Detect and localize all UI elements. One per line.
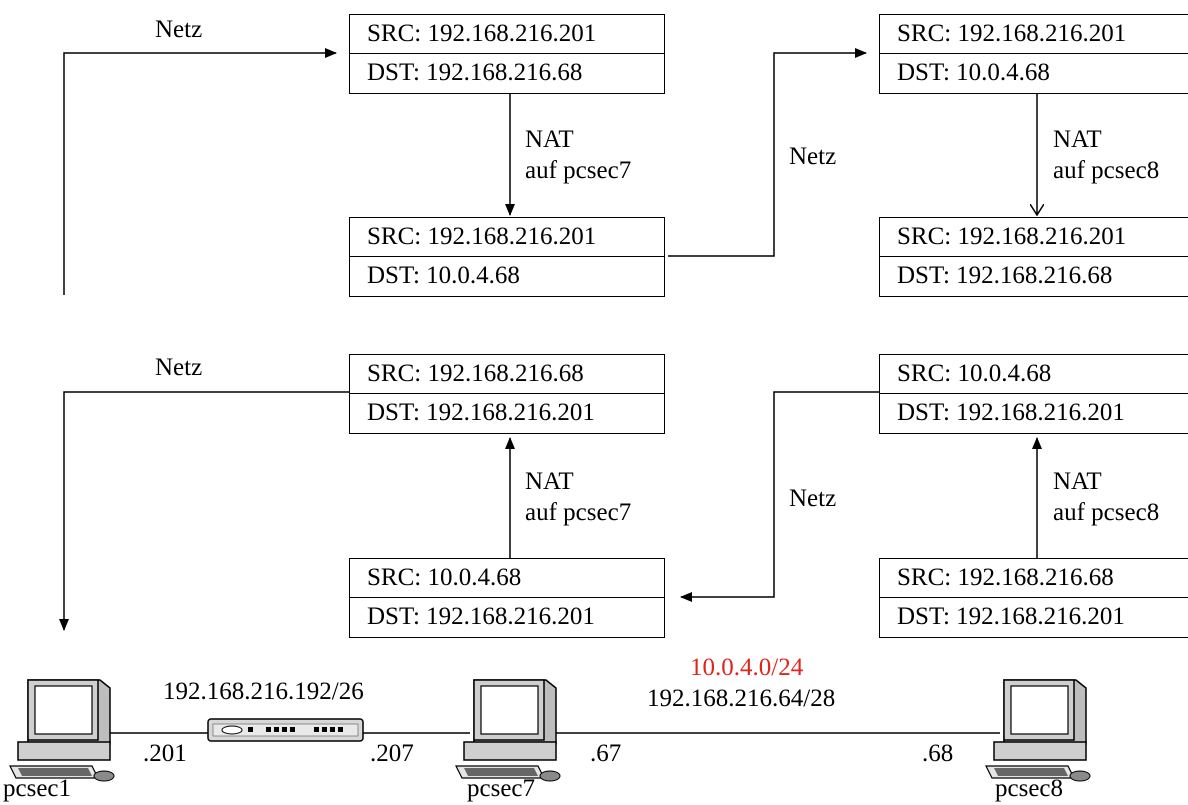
packet-box-inbound-4: SRC: 192.168.216.68 DST: 192.168.216.201 <box>879 558 1188 638</box>
packet-dst: DST: 192.168.216.201 <box>897 399 1125 426</box>
packet-src: SRC: 192.168.216.201 <box>350 15 664 54</box>
computer-icon <box>455 679 561 782</box>
computer-icon <box>9 679 115 782</box>
packet-dst: DST: 192.168.216.201 <box>897 603 1125 630</box>
nat-host-text: auf pcsec8 <box>1053 499 1160 526</box>
packet-dst: DST: 10.0.4.68 <box>897 59 1050 86</box>
host-label-pcsec1: pcsec1 <box>3 775 72 802</box>
host-label-pcsec7: pcsec7 <box>467 775 536 802</box>
packet-box-inbound-3: SRC: 10.0.4.68 DST: 192.168.216.201 <box>349 558 665 638</box>
packet-box-outbound-4: SRC: 192.168.216.201 DST: 192.168.216.68 <box>879 217 1188 297</box>
interface-label-pcsec8: .68 <box>922 740 954 767</box>
inbound-net-arrow-2 <box>59 391 349 631</box>
outbound-net-arrow-2 <box>668 48 867 257</box>
packet-box-inbound-2: SRC: 10.0.4.68 DST: 192.168.216.201 <box>879 354 1188 434</box>
nat-text: NAT <box>525 468 574 495</box>
net-label: Netz <box>789 485 837 512</box>
nat-label-outbound-pcsec7: NAT auf pcsec7 <box>525 124 631 186</box>
computer-icon <box>985 679 1091 782</box>
net-label: Netz <box>155 354 203 381</box>
nat-host-text: auf pcsec7 <box>525 157 632 184</box>
net-label: Netz <box>155 16 203 43</box>
nat-label-inbound-pcsec8: NAT auf pcsec8 <box>1053 466 1159 528</box>
packet-box-inbound-1: SRC: 192.168.216.68 DST: 192.168.216.201 <box>349 354 665 434</box>
subnet-label-nat: 10.0.4.0/24 <box>690 654 804 681</box>
interface-label-pcsec1: .201 <box>143 740 187 767</box>
inbound-net-arrow-1 <box>680 391 879 602</box>
nat-text: NAT <box>1053 126 1102 153</box>
host-label-pcsec8: pcsec8 <box>995 775 1064 802</box>
packet-box-outbound-2: SRC: 192.168.216.201 DST: 10.0.4.68 <box>349 217 665 297</box>
packet-dst: DST: 192.168.216.201 <box>367 399 595 426</box>
subnet-label-lan1: 192.168.216.192/26 <box>163 678 364 705</box>
packet-dst: DST: 192.168.216.68 <box>367 59 583 86</box>
interface-label-pcsec7-right: .67 <box>590 740 622 767</box>
packet-dst: DST: 10.0.4.68 <box>367 262 520 289</box>
packet-src: SRC: 192.168.216.201 <box>880 218 1188 257</box>
packet-src: SRC: 192.168.216.68 <box>350 355 664 394</box>
packet-src: SRC: 192.168.216.201 <box>880 15 1188 54</box>
nat-label-inbound-pcsec7: NAT auf pcsec7 <box>525 466 631 528</box>
nat-text: NAT <box>525 126 574 153</box>
subnet-label-lan2: 192.168.216.64/28 <box>647 685 836 712</box>
packet-box-outbound-1: SRC: 192.168.216.201 DST: 192.168.216.68 <box>349 14 665 94</box>
nat-label-outbound-pcsec8: NAT auf pcsec8 <box>1053 124 1159 186</box>
packet-dst: DST: 192.168.216.201 <box>367 603 595 630</box>
net-label: Netz <box>789 143 837 170</box>
outbound-net-arrow-1 <box>63 48 337 295</box>
nat-host-text: auf pcsec8 <box>1053 157 1160 184</box>
nat-text: NAT <box>1053 468 1102 495</box>
packet-src: SRC: 192.168.216.68 <box>880 559 1188 598</box>
network-hub-icon <box>207 718 364 742</box>
packet-src: SRC: 192.168.216.201 <box>350 218 664 257</box>
packet-src: SRC: 10.0.4.68 <box>880 355 1188 394</box>
nat-host-text: auf pcsec7 <box>525 499 632 526</box>
packet-dst: DST: 192.168.216.68 <box>897 262 1113 289</box>
packet-src: SRC: 10.0.4.68 <box>350 559 664 598</box>
interface-label-pcsec7-left: .207 <box>370 740 414 767</box>
packet-box-outbound-3: SRC: 192.168.216.201 DST: 10.0.4.68 <box>879 14 1188 94</box>
